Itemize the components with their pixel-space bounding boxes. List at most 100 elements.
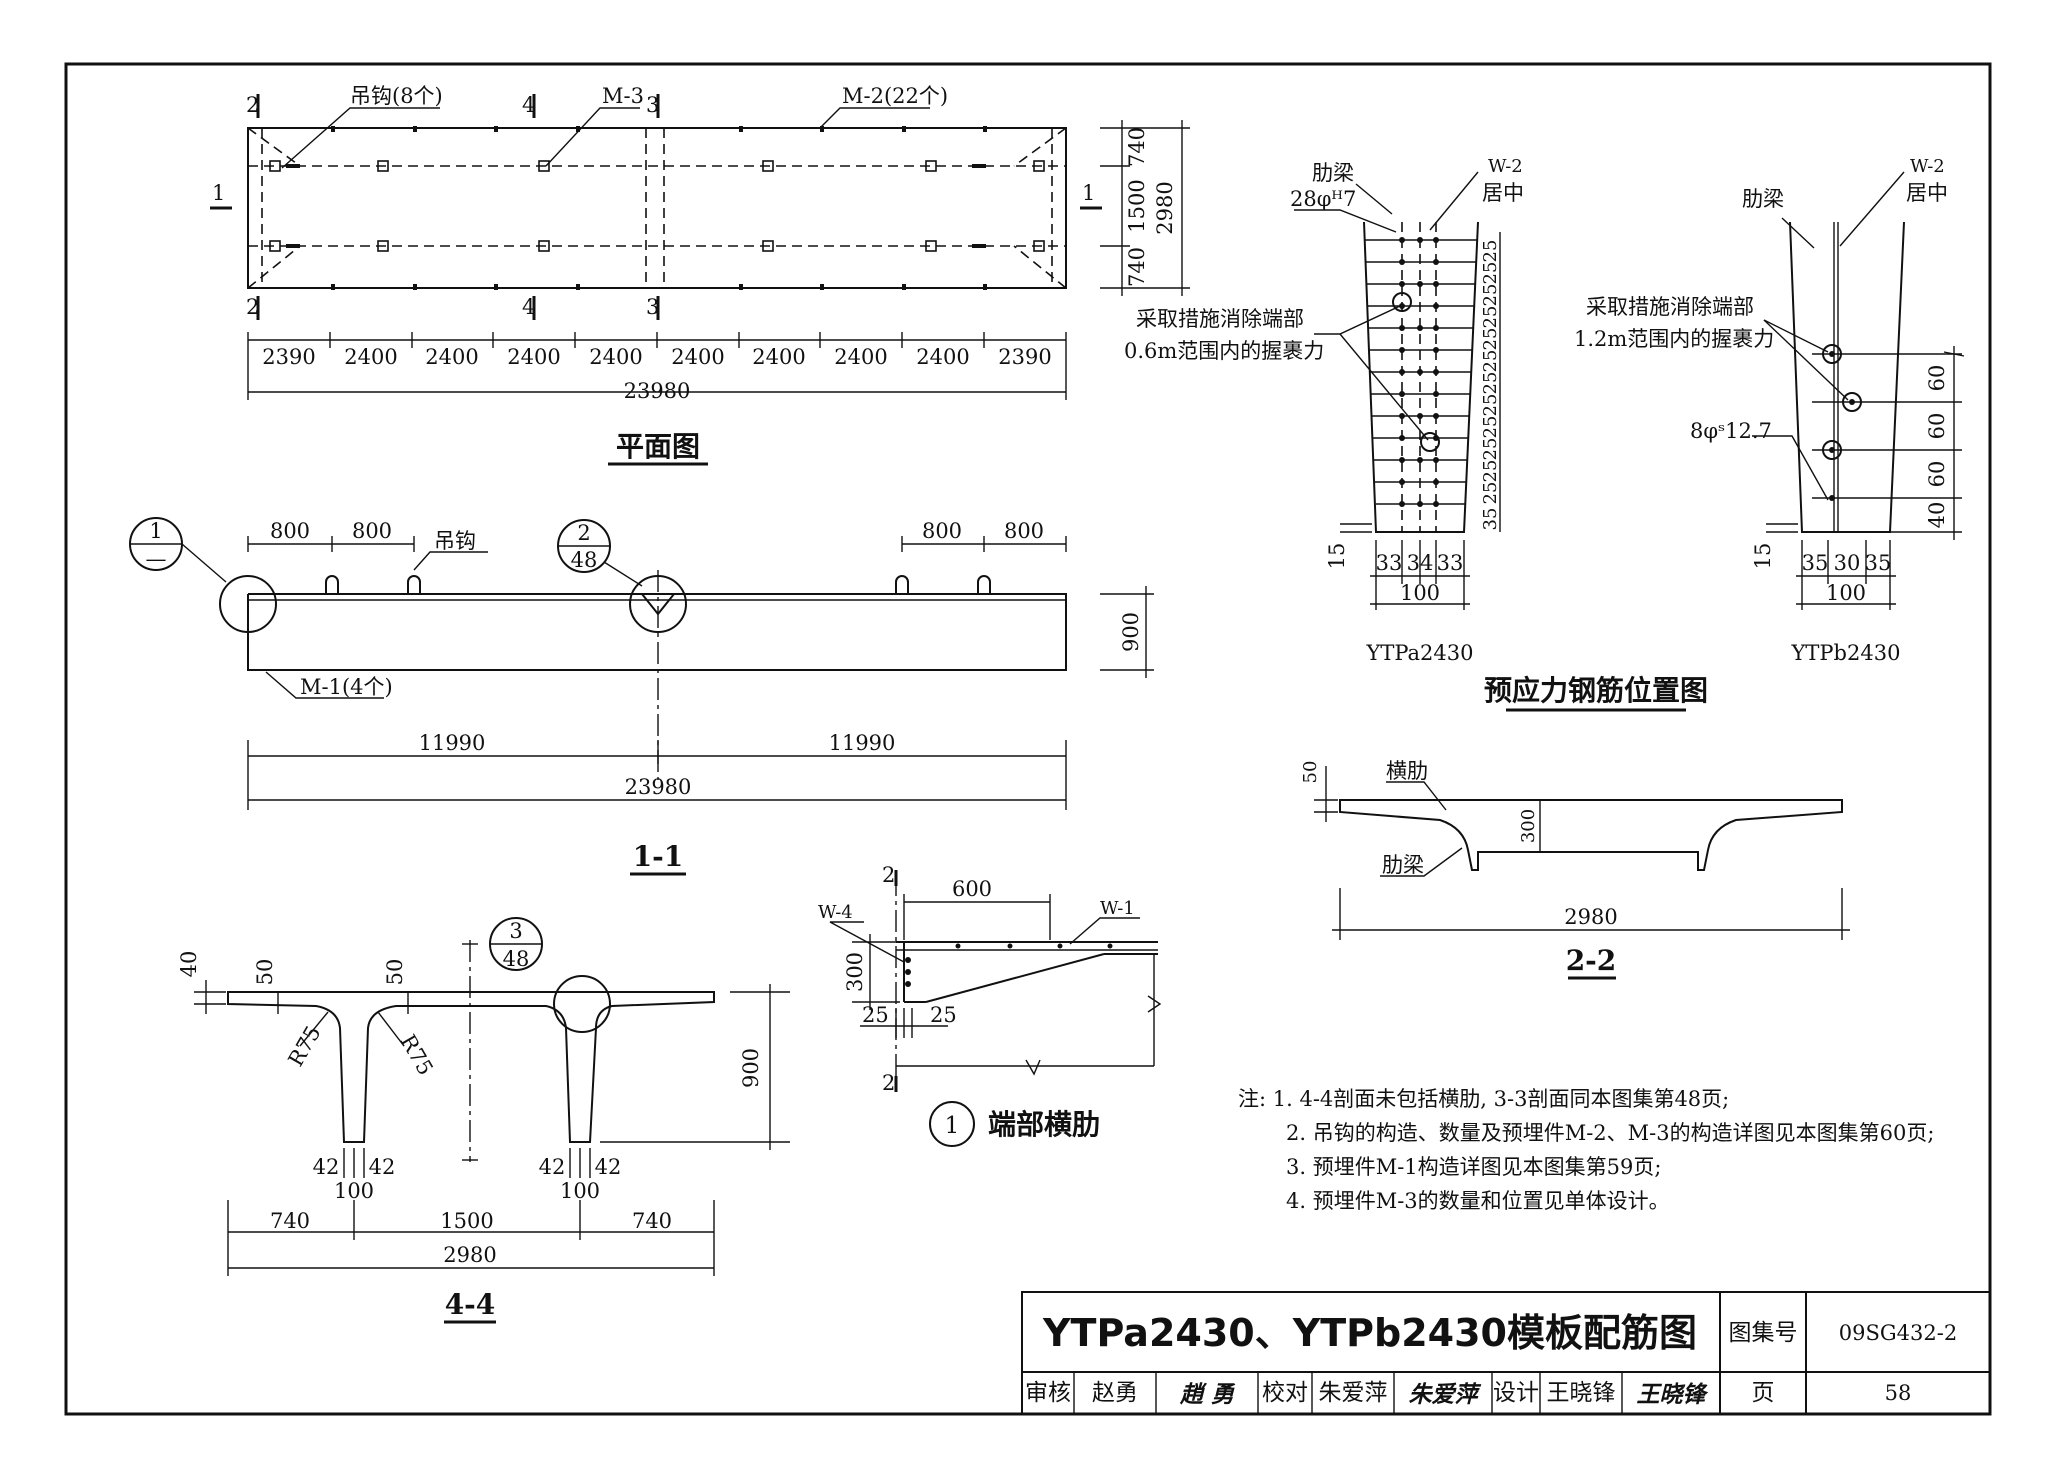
s44-rib-100b: 100: [560, 1179, 600, 1203]
s11-title: 1-1: [633, 840, 684, 873]
endrib-dim-25a: 25: [862, 1003, 889, 1027]
plan-right-740b: 740: [1125, 247, 1149, 287]
plan-span-10: 2390: [998, 345, 1051, 369]
plan-total: 23980: [624, 379, 691, 403]
s44-dim-40: 40: [177, 951, 201, 978]
plan-mark-2-top: 2: [246, 93, 259, 117]
s11-m1-label: M-1(4个): [300, 675, 393, 699]
plan-mark-1-left: 1: [212, 181, 225, 205]
designer-signature: 王晓锋: [1637, 1381, 1709, 1408]
endrib-dim-300: 300: [843, 952, 867, 992]
endrib-dim-600: 600: [952, 877, 992, 901]
pa-w2-sub: 居中: [1482, 181, 1524, 205]
pa-sp-2: 25: [1480, 262, 1501, 285]
note-1: 注: 1. 4-4剖面未包括横肋, 3-3剖面同本图集第48页;: [1238, 1087, 1730, 1111]
s22-dim-300: 300: [1518, 809, 1539, 843]
s11-dim-800b: 800: [352, 519, 392, 543]
pa-name: YTPa2430: [1365, 641, 1473, 665]
s11-total: 23980: [625, 775, 692, 799]
pa-rib-label: 肋梁: [1312, 161, 1354, 185]
designer: 王晓锋: [1547, 1380, 1616, 1406]
pb-15: 15: [1751, 543, 1775, 570]
plan-mark-2-bottom: 2: [246, 295, 259, 319]
plan-right-1500: 1500: [1125, 179, 1149, 232]
plan-span-7: 2400: [752, 345, 805, 369]
plan-span-4: 2400: [507, 345, 560, 369]
note-2: 2. 吊钩的构造、数量及预埋件M-2、M-3的构造详图见本图集第60页;: [1286, 1121, 1935, 1145]
s44-rib-42d: 42: [595, 1155, 622, 1179]
note-4: 4. 预埋件M-3的数量和位置见单体设计。: [1286, 1189, 1670, 1213]
prestress-a: 肋梁 28φᴴ7 W-2 居中 采取措施消除端部 0.6m范围内的握裹力 25 …: [1124, 156, 1524, 665]
check-label: 校对: [1262, 1380, 1308, 1406]
pa-note-2: 0.6m范围内的握裹力: [1124, 339, 1324, 363]
endrib-mark-bottom: 2: [882, 1071, 895, 1095]
endrib-mark-top: 2: [882, 863, 895, 887]
pb-rib-label: 肋梁: [1742, 187, 1784, 211]
section-1-1: 1 — 2 48 800 800 800 800 吊钩 M-1(4个) 900: [129, 517, 1154, 876]
pb-sp-1: 60: [1925, 365, 1949, 392]
pa-sp-6: 25: [1480, 350, 1501, 373]
s11-half-b: 11990: [829, 731, 896, 755]
endrib-w4: W-4: [818, 902, 853, 923]
reviewer: 赵勇: [1092, 1380, 1138, 1406]
s22-total: 2980: [1564, 905, 1617, 929]
pb-sp-3: 60: [1925, 461, 1949, 488]
s44-rib-42a: 42: [313, 1155, 340, 1179]
note-3: 3. 预埋件M-1构造详图见本图集第59页;: [1286, 1155, 1662, 1179]
s22-title: 2-2: [1566, 944, 1617, 977]
pa-sp-10: 25: [1480, 438, 1501, 461]
plan-span-1: 2390: [262, 345, 315, 369]
pa-width: 100: [1400, 581, 1440, 605]
s22-beam-label: 肋梁: [1382, 853, 1424, 877]
endrib-title: 端部横肋: [988, 1108, 1100, 1141]
pa-bot-33a: 33: [1376, 551, 1403, 575]
plan-span-6: 2400: [671, 345, 724, 369]
atlas-no: 09SG432-2: [1839, 1321, 1957, 1345]
checker: 朱爱萍: [1319, 1380, 1388, 1406]
plan-mark-1-right: 1: [1082, 181, 1095, 205]
s44-title: 4-4: [445, 1288, 496, 1321]
section-2-2: 50 300 横肋 肋梁 2980 2-2: [1300, 759, 1850, 980]
pb-w2: W-2: [1910, 156, 1945, 177]
s44-dim-50a: 50: [253, 959, 277, 986]
checker-signature: 朱爱萍: [1409, 1381, 1482, 1408]
endrib-w1: W-1: [1100, 898, 1135, 919]
s44-rib-42b: 42: [369, 1155, 396, 1179]
pb-bot-35a: 35: [1802, 551, 1829, 575]
pa-bars: 28φᴴ7: [1290, 187, 1356, 211]
pb-w2-sub: 居中: [1906, 181, 1948, 205]
plan-right-740a: 740: [1125, 127, 1149, 167]
s11-dim-800d: 800: [1004, 519, 1044, 543]
s44-total: 2980: [443, 1243, 496, 1267]
plan-mark-4-bottom: 4: [522, 295, 535, 319]
plan-m2-label: M-2(22个): [842, 84, 948, 108]
pb-width: 100: [1826, 581, 1866, 605]
s44-height: 900: [739, 1048, 763, 1088]
s44-rib-42c: 42: [539, 1155, 566, 1179]
plan-span-8: 2400: [834, 345, 887, 369]
pa-sp-9: 25: [1480, 416, 1501, 439]
review-label: 审核: [1025, 1380, 1071, 1406]
s22-dim-50: 50: [1300, 761, 1321, 784]
plan-mark-4-top: 4: [522, 93, 535, 117]
plan-span-5: 2400: [589, 345, 642, 369]
title-block: YTPa2430、YTPb2430模板配筋图 图集号 09SG432-2 页 5…: [1021, 1291, 1991, 1415]
s11-hook-label: 吊钩: [434, 529, 476, 553]
pa-sp-5: 25: [1480, 328, 1501, 351]
pa-sp-13: 35: [1480, 508, 1501, 531]
plan-right-total: 2980: [1153, 181, 1177, 234]
pa-bot-33b: 33: [1437, 551, 1464, 575]
pa-w2: W-2: [1488, 156, 1523, 177]
endrib-dim-25b: 25: [930, 1003, 957, 1027]
plan-span-2: 2400: [344, 345, 397, 369]
pa-sp-12: 25: [1480, 482, 1501, 505]
design-label: 设计: [1493, 1380, 1539, 1406]
pa-15: 15: [1325, 543, 1349, 570]
page-no: 58: [1885, 1381, 1912, 1405]
pa-bot-34: 34: [1407, 551, 1434, 575]
pb-bot-35b: 35: [1865, 551, 1892, 575]
plan-hooks-label: 吊钩(8个): [350, 84, 443, 108]
plan-span-9: 2400: [916, 345, 969, 369]
pb-bars: 8φˢ12.7: [1690, 419, 1772, 443]
pb-bot-30: 30: [1834, 551, 1861, 575]
